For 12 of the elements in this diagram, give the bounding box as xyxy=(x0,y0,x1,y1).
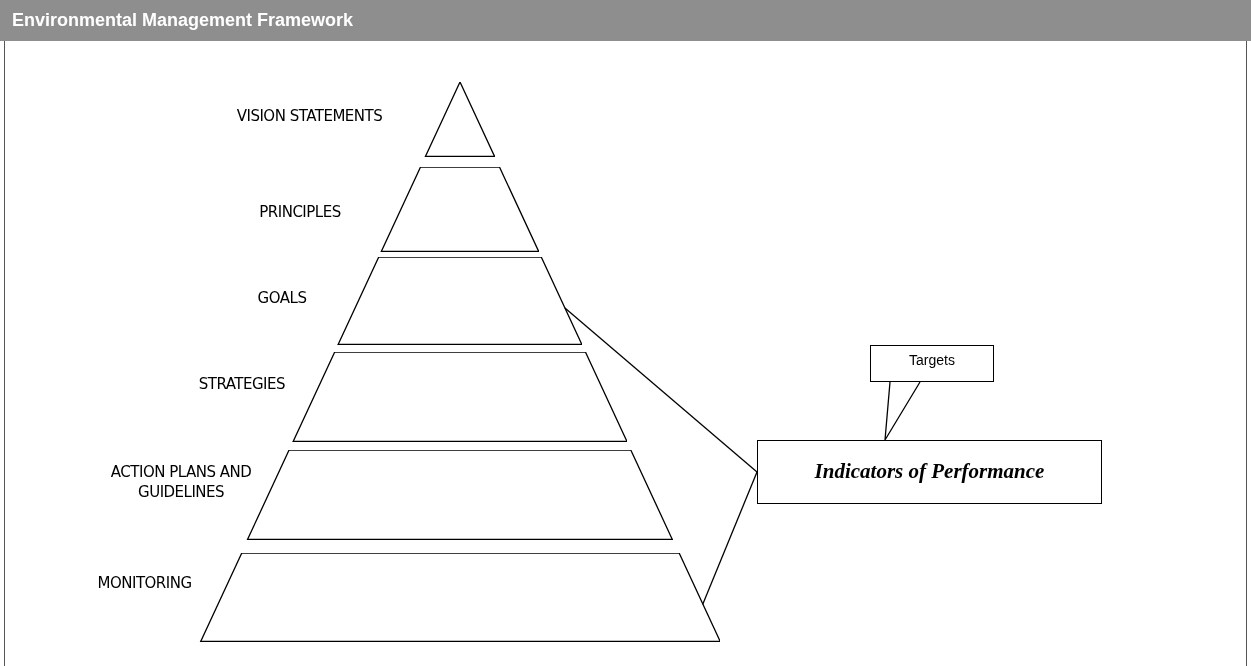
tier-label: GOALS xyxy=(256,288,308,308)
title: Environmental Management Framework xyxy=(12,9,354,32)
leader-line xyxy=(702,471,758,606)
tier-label: MONITORING xyxy=(96,573,193,593)
callout-box: Targets xyxy=(870,345,994,382)
tier-label: ACTION PLANS AND GUIDELINES xyxy=(109,462,253,502)
indicator-box: Indicators of Performance xyxy=(757,440,1102,504)
tier-label: PRINCIPLES xyxy=(258,202,342,222)
callout-tail xyxy=(884,381,921,441)
tier-label: STRATEGIES xyxy=(197,374,287,394)
tier-label: VISION STATEMENTS xyxy=(235,106,384,126)
leader-line xyxy=(564,307,758,473)
